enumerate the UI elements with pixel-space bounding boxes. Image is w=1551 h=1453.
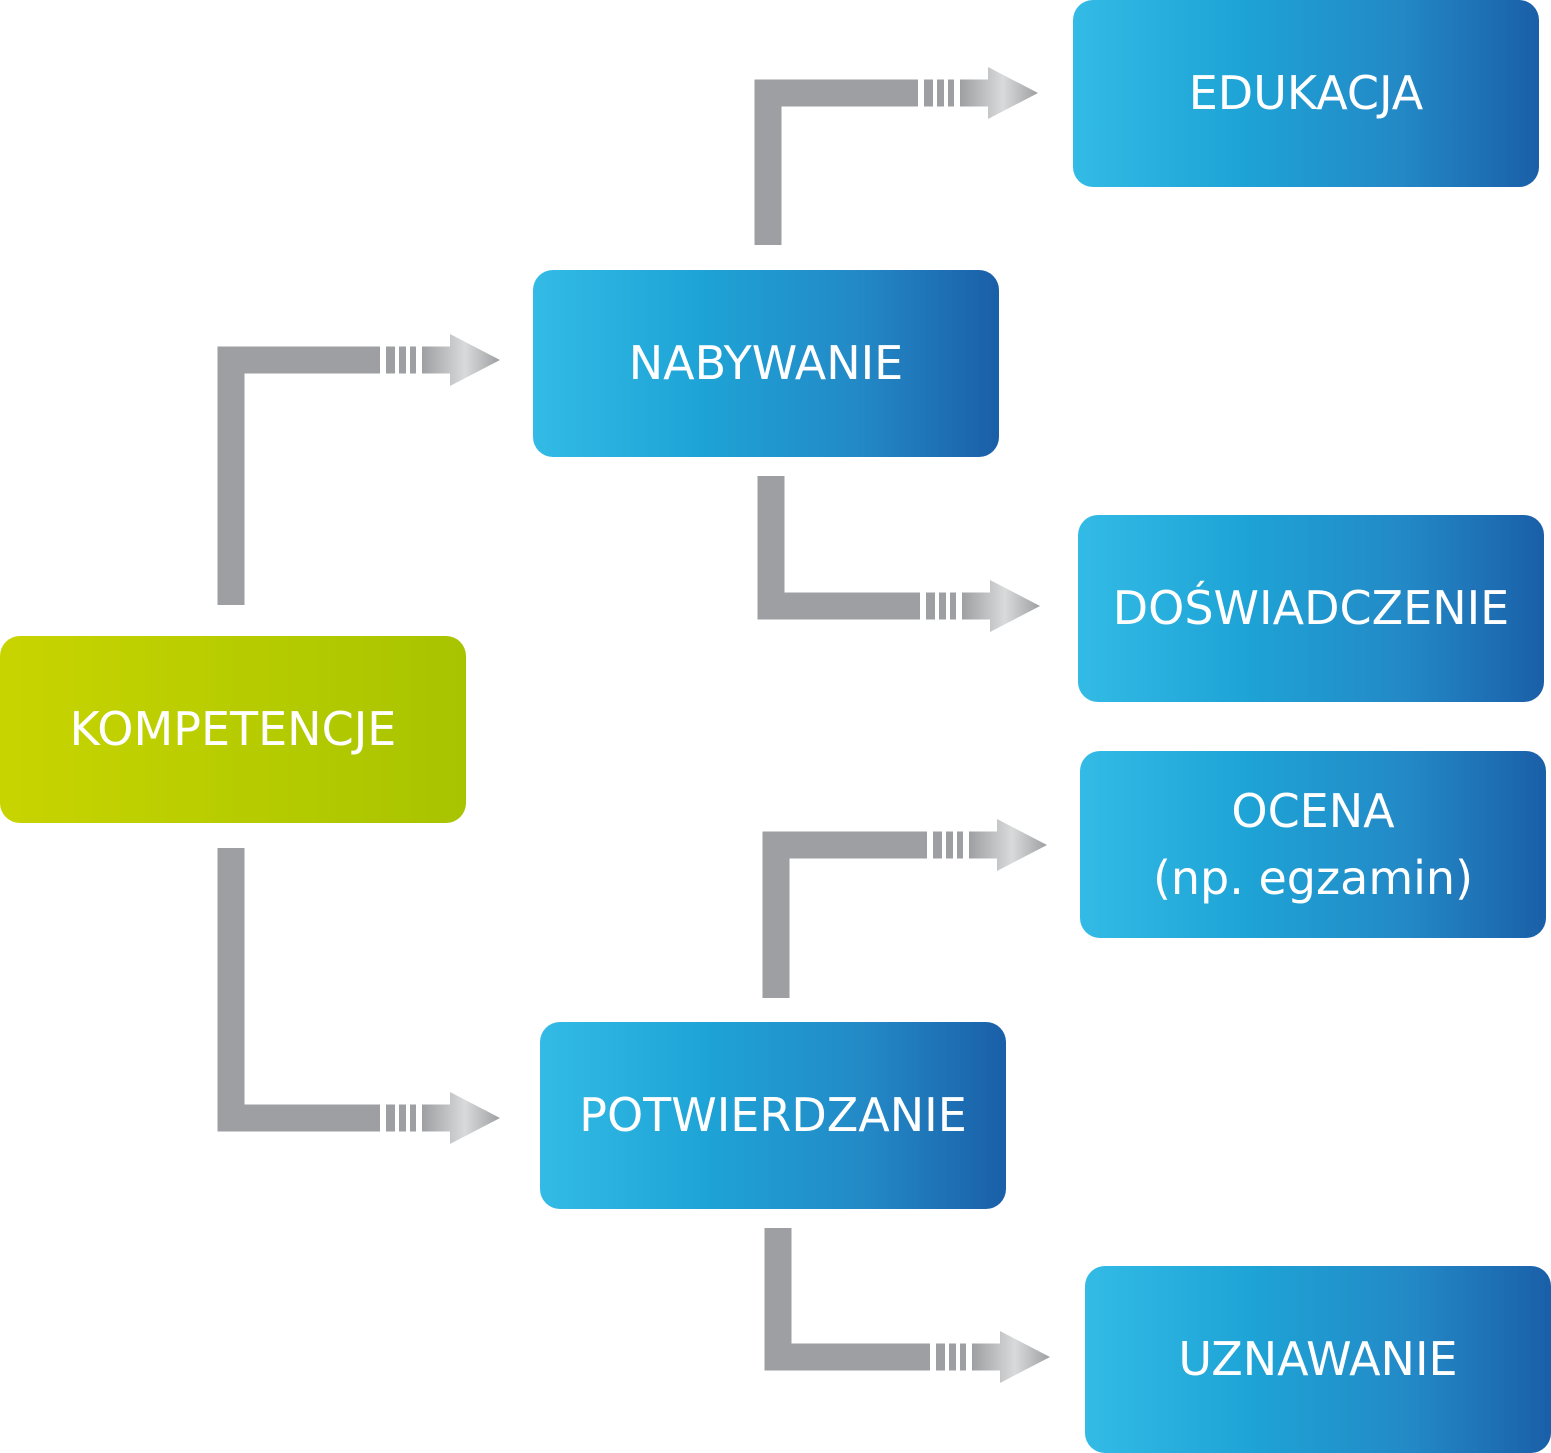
connector-vertical	[217, 346, 245, 605]
node-edukacja-label: EDUKACJA	[1188, 66, 1424, 121]
node-ocena: OCENA (np. egzamin)	[1080, 751, 1546, 938]
node-potwierdzanie-label: POTWIERDZANIE	[579, 1088, 967, 1143]
node-ocena-label: OCENA	[1231, 783, 1395, 838]
connector-kompetencje-potwierdzanie	[217, 848, 500, 1144]
node-doswiadczenie: DOŚWIADCZENIE	[1078, 515, 1544, 702]
connector-vertical	[217, 848, 245, 1132]
connector-stripe	[949, 1343, 956, 1371]
arrow-head-icon	[422, 1092, 500, 1144]
connector-stripe	[386, 1104, 395, 1132]
node-uznawanie-label: UZNAWANIE	[1178, 1332, 1458, 1387]
arrow-head-icon	[962, 580, 1040, 632]
arrow-head-icon	[972, 1331, 1050, 1383]
node-edukacja: EDUKACJA	[1073, 0, 1539, 187]
connector-stripe	[410, 1104, 416, 1132]
connector-nabywanie-edukacja	[754, 67, 1038, 245]
connector-stripe	[399, 1104, 406, 1132]
node-doswiadczenie-label: DOŚWIADCZENIE	[1112, 581, 1510, 636]
connector-stripe	[937, 79, 944, 107]
node-potwierdzanie: POTWIERDZANIE	[540, 1022, 1006, 1209]
connector-horizontal	[754, 79, 918, 107]
arrow-head-icon	[960, 67, 1038, 119]
connector-kompetencje-nabywanie	[217, 334, 500, 605]
connector-potwierdzanie-ocena	[762, 819, 1047, 998]
connector-stripe	[924, 79, 933, 107]
node-ocena-sublabel: (np. egzamin)	[1152, 850, 1474, 905]
arrow-head-icon	[969, 819, 1047, 871]
connector-vertical	[762, 831, 790, 998]
connector-horizontal	[217, 346, 380, 374]
connector-stripe	[957, 831, 963, 859]
connector-stripe	[386, 346, 395, 374]
node-kompetencje: KOMPETENCJE	[0, 636, 466, 823]
connector-stripe	[960, 1343, 966, 1371]
connector-stripe	[939, 592, 946, 620]
connector-stripe	[950, 592, 956, 620]
node-nabywanie: NABYWANIE	[533, 270, 999, 457]
connector-horizontal	[762, 831, 927, 859]
connector-horizontal	[764, 1343, 930, 1371]
node-nabywanie-label: NABYWANIE	[628, 336, 904, 391]
connector-stripe	[410, 346, 416, 374]
node-uznawanie: UZNAWANIE	[1085, 1266, 1551, 1453]
connector-vertical	[754, 79, 782, 245]
connector-stripe	[399, 346, 406, 374]
connector-potwierdzanie-uznawanie	[764, 1228, 1050, 1383]
connector-nabywanie-doswiadczenie	[757, 476, 1040, 632]
connector-stripe	[926, 592, 935, 620]
connector-horizontal	[757, 592, 920, 620]
connector-horizontal	[217, 1104, 380, 1132]
node-kompetencje-label: KOMPETENCJE	[69, 702, 397, 757]
arrow-head-icon	[422, 334, 500, 386]
connector-stripe	[933, 831, 942, 859]
connector-stripe	[936, 1343, 945, 1371]
connector-stripe	[946, 831, 953, 859]
connector-stripe	[948, 79, 954, 107]
